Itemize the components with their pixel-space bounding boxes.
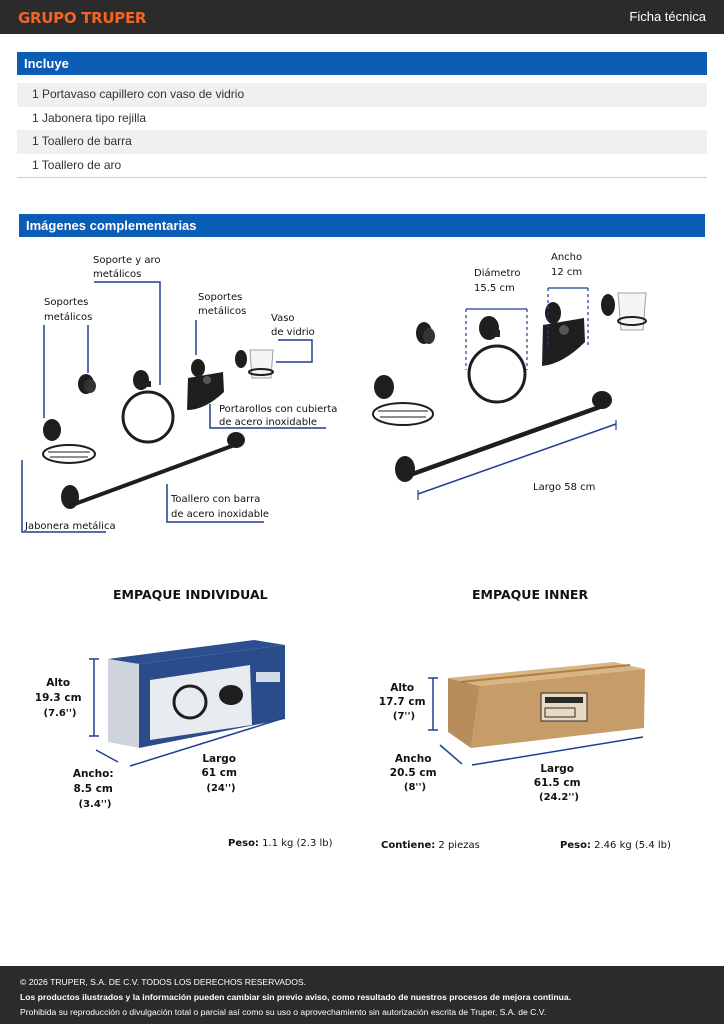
dimension-largo: Largo 58 cm — [533, 482, 595, 493]
towel-bar-icon — [61, 432, 245, 509]
inner-largo: Largo 61.5 cm (24.2'') — [534, 763, 584, 803]
round-support-icon — [78, 374, 96, 394]
glass-holder-icon — [235, 349, 274, 379]
callout-lines — [21, 281, 326, 533]
inner-ancho: Ancho 20.5 cm (8'') — [390, 753, 440, 793]
callout-toallero-barra: Toallero con barra de acero inoxidable — [170, 494, 269, 520]
incluye-list: 1 Portavaso capillero con vaso de vidrio… — [17, 83, 707, 178]
list-item: 1 Toallero de barra — [17, 130, 707, 154]
footer-copyright: © 2026 TRUPER, S.A. DE C.V. TODOS LOS DE… — [20, 977, 307, 987]
footer-notice: Los productos ilustrados y la informació… — [20, 992, 572, 1002]
glass-holder-icon — [601, 292, 647, 331]
incluye-section-title: Incluye — [17, 52, 707, 75]
dimension-lines — [89, 658, 285, 767]
peso-label: Peso: — [228, 838, 259, 849]
empaque-individual-diagram: EMPAQUE INDIVIDUAL Alto 19.3 cm (7.6'') … — [35, 587, 285, 810]
towel-bar-icon — [395, 391, 612, 482]
individual-alto: Alto 19.3 cm (7.6'') — [35, 677, 85, 719]
footer-legal: © 2026 TRUPER, S.A. DE C.V. TODOS LOS DE… — [0, 966, 724, 1024]
paper-holder-icon — [542, 302, 585, 366]
top-header-bar: GRUPO TRUPER Ficha técnica — [0, 0, 724, 34]
empaque-individual-title: EMPAQUE INDIVIDUAL — [113, 587, 268, 602]
list-item: 1 Toallero de aro — [32, 157, 122, 172]
peso-value: 2.46 kg (5.4 lb) — [594, 840, 671, 851]
towel-ring-icon — [467, 316, 527, 404]
callout-portarollos: Portarollos con cubierta de acero inoxid… — [219, 404, 341, 428]
footer-prohibition: Prohibida su reproducción o divulgación … — [20, 1007, 547, 1017]
round-support-icon — [416, 322, 435, 344]
inner-alto: Alto 17.7 cm (7'') — [379, 682, 429, 722]
inner-contiene: Contiene: 2 piezas — [381, 840, 480, 851]
callout-jabonera: Jabonera metálica — [24, 520, 116, 532]
right-product-diagram: Diámetro 15.5 cm Ancho 12 cm Largo 58 cm — [372, 252, 647, 500]
soap-dish-icon — [42, 419, 96, 464]
left-product-diagram: Soporte y aro metálicos Soportes metálic… — [21, 255, 341, 533]
dimension-lines — [428, 677, 644, 766]
contiene-label: Contiene: — [381, 840, 436, 851]
individual-ancho: Ancho: 8.5 cm (3.4'') — [73, 768, 117, 810]
paper-holder-icon — [187, 359, 224, 410]
retail-box-illustration — [108, 640, 285, 748]
document-type-label: Ficha técnica — [629, 9, 706, 24]
peso-label: Peso: — [560, 840, 591, 851]
callout-soportes-2: Soportes metálicos — [198, 292, 246, 317]
dimension-lines — [417, 287, 617, 500]
peso-value: 1.1 kg (2.3 lb) — [262, 838, 333, 849]
callout-soportes-1: Soportes metálicos — [44, 297, 92, 323]
list-item: 1 Portavaso capillero con vaso de vidrio — [17, 83, 707, 107]
callout-vaso: Vaso de vidrio — [271, 313, 315, 338]
contiene-value: 2 piezas — [438, 840, 480, 851]
brand-logo: GRUPO TRUPER — [18, 9, 147, 27]
cardboard-box-illustration — [448, 662, 645, 748]
list-divider — [17, 177, 707, 178]
empaque-inner-title: EMPAQUE INNER — [472, 587, 588, 602]
product-illustrations: Soporte y aro metálicos Soportes metálic… — [21, 252, 647, 810]
empaque-inner-diagram: EMPAQUE INNER Alto 17.7 cm (7'') Ancho 2… — [379, 587, 645, 803]
individual-largo: Largo 61 cm (24'') — [201, 753, 240, 794]
towel-ring-icon — [121, 370, 175, 444]
individual-peso: Peso: 1.1 kg (2.3 lb) — [228, 838, 333, 849]
dimension-ancho: Ancho 12 cm — [551, 252, 585, 278]
callout-soporte-aro: Soporte y aro metálicos — [93, 255, 164, 280]
inner-peso: Peso: 2.46 kg (5.4 lb) — [560, 840, 671, 851]
imagenes-section-title: Imágenes complementarias — [19, 214, 705, 237]
list-item: 1 Jabonera tipo rejilla — [32, 110, 147, 125]
soap-dish-icon — [372, 375, 434, 426]
dimension-diametro: Diámetro 15.5 cm — [474, 267, 524, 294]
